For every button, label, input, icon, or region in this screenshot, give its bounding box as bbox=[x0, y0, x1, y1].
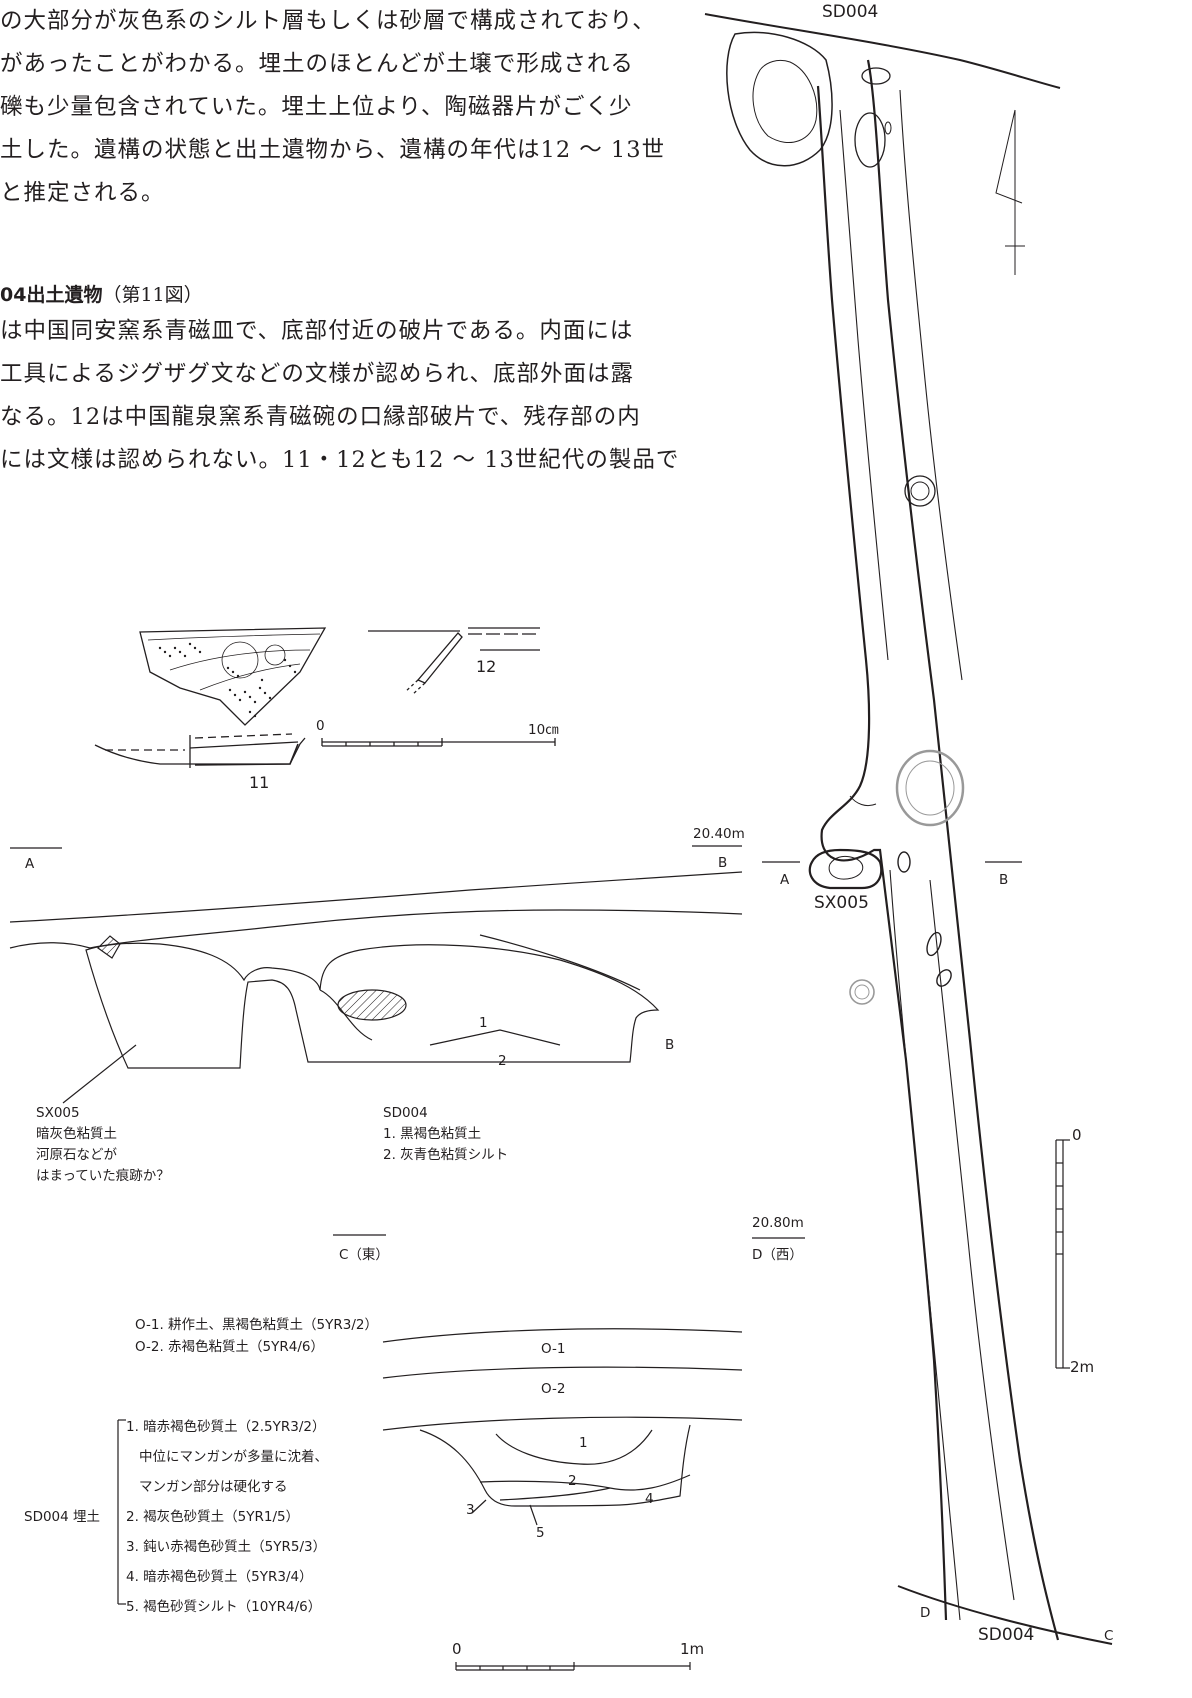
plan-scale-bar bbox=[1056, 1140, 1070, 1368]
section-ab-A: A bbox=[25, 856, 35, 872]
circular-feature bbox=[897, 751, 963, 825]
legend-line: マンガン部分は硬化する bbox=[139, 1479, 288, 1495]
note-line: SD004 bbox=[383, 1105, 428, 1121]
artifact-scale-zero: 0 bbox=[316, 718, 325, 734]
section-ab-layer-1: 1 bbox=[479, 1015, 488, 1031]
artifact-label-12: 12 bbox=[476, 657, 497, 676]
text-line: と推定される。 bbox=[0, 180, 165, 206]
legend-line: 2. 褐灰色砂質土（5YR1/5） bbox=[126, 1509, 300, 1525]
cd-legend-group: 1. 暗赤褐色砂質土（2.5YR3/2） 中位にマンガンが多量に沈着、 マンガン… bbox=[126, 1412, 328, 1622]
ditch-right-wall bbox=[868, 60, 1058, 1640]
section-heading: 04出土遺物（第11図） bbox=[0, 280, 203, 307]
section-cd-layer-3: 3 bbox=[466, 1502, 475, 1518]
legend-line: O-2. 赤褐色粘質土（5YR4/6） bbox=[135, 1339, 324, 1355]
plan-C: C bbox=[1104, 1628, 1114, 1644]
section-cd-layer-5: 5 bbox=[536, 1525, 545, 1541]
plan-B: B bbox=[999, 872, 1009, 888]
plan-scale-zero: 0 bbox=[1072, 1126, 1082, 1144]
note-line: 暗灰色粘質土 bbox=[36, 1126, 117, 1142]
section-cd-layer-1: 1 bbox=[579, 1435, 588, 1451]
section-cd-C: C（東） bbox=[339, 1247, 389, 1263]
artifact-label-11: 11 bbox=[249, 773, 270, 792]
section-ab-surface bbox=[10, 872, 742, 922]
sherd-11-dots bbox=[158, 642, 297, 718]
section-cd-D: D（西） bbox=[752, 1247, 803, 1263]
text-line: 工具によるジグザグ文などの文様が認められ、底部外面は露 bbox=[0, 361, 635, 387]
note-line: はまっていた痕跡か？ bbox=[36, 1168, 170, 1184]
text-line: 礫も少量包含されていた。埋土上位より、陶磁器片がごく少 bbox=[0, 94, 633, 120]
legend-line: 中位にマンガンが多量に沈着、 bbox=[139, 1449, 328, 1465]
plan-bottom-label: SD004 bbox=[978, 1625, 1035, 1645]
legend-line: O-1. 耕作土、黒褐色粘質土（5YR3/2） bbox=[135, 1317, 378, 1333]
legend-line: 4. 暗赤褐色砂質土（5YR3/4） bbox=[126, 1569, 313, 1585]
note-line: 2. 灰青色粘質シルト bbox=[383, 1147, 509, 1163]
sx005-notes: SX005 暗灰色粘質土 河原石などが はまっていた痕跡か？ bbox=[36, 1103, 170, 1187]
note-line: 1. 黒褐色粘質土 bbox=[383, 1126, 482, 1142]
section-ab-B: B bbox=[718, 855, 728, 871]
north-arrow-icon bbox=[996, 110, 1025, 275]
plan-D: D bbox=[920, 1605, 931, 1621]
section-cd-elev: 20.80m bbox=[752, 1215, 804, 1231]
heading-rest: （第11図） bbox=[102, 284, 203, 306]
note-line: 河原石などが bbox=[36, 1147, 117, 1163]
text-line: なる。12は中国龍泉窯系青磁碗の口縁部破片で、残存部の内 bbox=[0, 404, 641, 430]
section-cd-layer-2: 2 bbox=[568, 1473, 577, 1489]
artifact-scale-max: 10㎝ bbox=[528, 722, 559, 738]
section-cd-O2: O-2 bbox=[541, 1381, 566, 1397]
ditch-left-wall bbox=[818, 86, 946, 1620]
sd004-notes: SD004 1. 黒褐色粘質土 2. 灰青色粘質シルト bbox=[383, 1103, 508, 1166]
section-ab-end-B: B bbox=[665, 1037, 675, 1053]
cd-legend-group-label: SD004 埋土 bbox=[24, 1509, 101, 1525]
text-line: は中国同安窯系青磁皿で、底部付近の破片である。内面には bbox=[0, 318, 634, 344]
section-ab-elev: 20.40m bbox=[693, 826, 745, 842]
section-cd-layer-4: 4 bbox=[645, 1491, 654, 1507]
text-line: 土した。遺構の状態と出土遺物から、遺構の年代は12 ～ 13世 bbox=[0, 137, 666, 163]
heading-bold: 04出土遺物 bbox=[0, 284, 103, 306]
section-cd-scale-zero: 0 bbox=[452, 1640, 462, 1658]
plan-A: A bbox=[780, 872, 790, 888]
sx005-pit bbox=[86, 943, 658, 1068]
sx005-stone bbox=[810, 850, 881, 888]
section-cd-scale-max: 1m bbox=[680, 1640, 705, 1658]
section-cd-ditch bbox=[420, 1425, 690, 1506]
legend-line: 3. 鈍い赤褐色砂質土（5YR5/3） bbox=[126, 1539, 327, 1555]
stone bbox=[727, 32, 832, 165]
plan-top-label: SD004 bbox=[822, 2, 879, 22]
plan-sx005-label: SX005 bbox=[814, 893, 869, 913]
text-line: があったことがわかる。埋土のほとんどが土壌で形成される bbox=[0, 51, 634, 77]
cd-legend-top: O-1. 耕作土、黒褐色粘質土（5YR3/2） O-2. 赤褐色粘質土（5YR4… bbox=[135, 1314, 378, 1358]
text-line: の大部分が灰色系のシルト層もしくは砂層で構成されており、 bbox=[0, 8, 656, 34]
sherd-11-plan bbox=[140, 628, 325, 725]
section-ab-layer-2: 2 bbox=[498, 1053, 507, 1069]
section-cd-O1: O-1 bbox=[541, 1341, 566, 1357]
text-line: には文様は認められない。11・12とも12 ～ 13世紀代の製品で bbox=[0, 447, 680, 473]
note-line: SX005 bbox=[36, 1105, 80, 1121]
plan-scale-max: 2m bbox=[1070, 1358, 1095, 1376]
legend-line: 1. 暗赤褐色砂質土（2.5YR3/2） bbox=[126, 1419, 326, 1435]
legend-line: 5. 褐色砂質シルト（10YR4/6） bbox=[126, 1599, 322, 1615]
